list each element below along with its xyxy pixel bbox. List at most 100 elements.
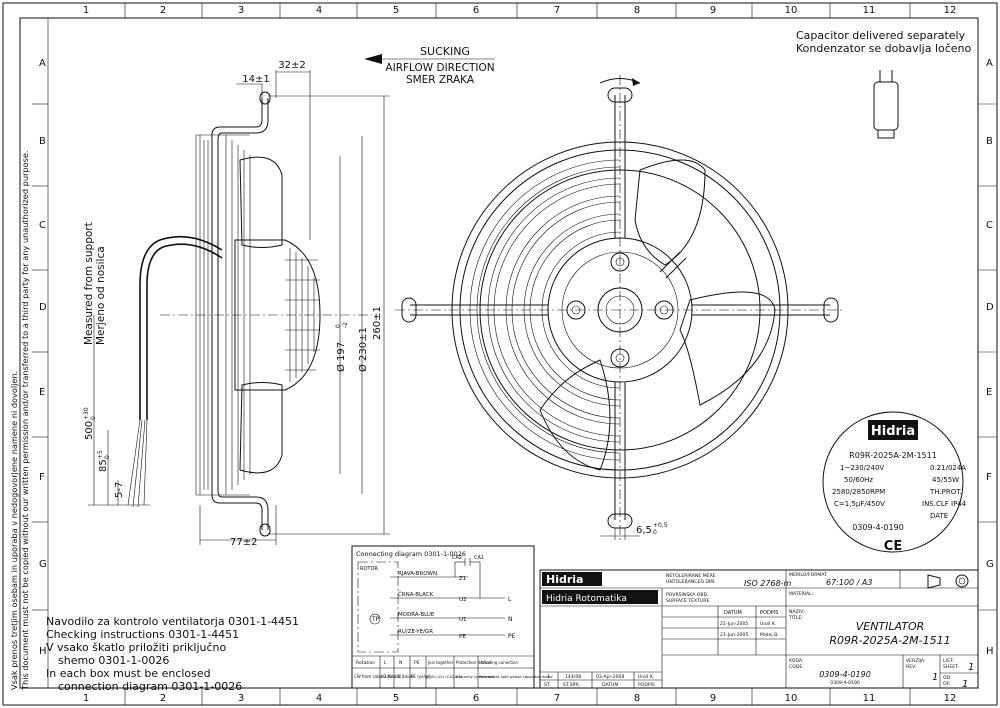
connection-title: Connecting diagram 0301-1-0026 [356,550,466,558]
th-l: L [384,660,387,666]
row-left-A: A [39,58,46,69]
td-rotation: CW from cable side [354,674,393,679]
col-top-1: 1 [83,5,89,16]
tb-list: LIST: [943,658,954,664]
dim-77: 77±2 [230,537,257,548]
tb-logo2-box [542,590,658,604]
tb-material: MATERIAL: [789,591,814,597]
motor-rotor [234,239,321,391]
cable-gland [659,251,687,279]
wire-brown: RJAVA-BROWN [398,571,437,577]
label-plate-outline [822,411,964,553]
motor-box [357,561,399,653]
front-view: 6,5 +0,5 0 [395,75,845,540]
instruction-1: Checking instructions 0301-1-4451 [46,628,239,641]
cable-wires [127,419,148,508]
guard-frame-inner [217,98,269,530]
inner-frame [19,17,979,689]
dim-260: 260±1 [372,306,383,340]
tb-code: 0309-4-0190 [819,670,871,679]
tb-naziv: NAZIV: [789,609,805,615]
dim-85-group: 85 +5 0 [97,450,111,472]
measured-note-line1: Measured from support [83,222,95,345]
row-right-G: G [986,559,994,570]
tb-rh-stspr: ST.SPR. [563,682,580,688]
connection-frame [351,545,535,689]
row-labels: A B C D E F G H A B C D E F G H [39,58,994,657]
strut-lug-top [607,87,633,103]
tb-logo-box [542,572,602,586]
ca2-label: CA2 [452,555,462,561]
end-pe: PE [508,633,516,640]
dim-6-5: 6,5 [636,525,652,536]
tp-icon [369,613,381,625]
tb-of-label: OF: [943,681,951,687]
row-left-F: F [39,472,45,483]
label-brand: Hidria [871,424,915,439]
mount-hole-bottom [610,348,630,368]
tb-verzija: VERZIJA: [906,658,926,664]
label-left-3: C=1,5µF/450V [834,500,885,508]
side-notice-line2: This document must not be copied without… [20,151,30,691]
col-top-8: 8 [634,5,640,16]
tb-title2: R09R-2025A-2M-1511 [829,634,950,647]
dim-197: Ø 197 [335,342,347,372]
th-protection: Protection device [456,660,491,665]
blade-right [679,291,776,406]
tb-iso: ISO 2768-m [744,579,792,588]
capacitor-note-line1: Capacitor delivered separately [796,29,966,42]
dim-85-tol-lower: 0 [104,455,111,459]
th-join: Jois together [427,660,454,665]
motor-fins [285,248,320,382]
col-top-5: 5 [393,5,399,16]
col-top-9: 9 [710,5,716,16]
mount-hole-bottom-inner [615,353,625,363]
col-bottom-1: 1 [83,693,89,704]
tp-label: TP [371,616,380,623]
td-join: (CA1,U2) (CA2,Z1) [427,674,463,679]
connection-table-grid [352,655,534,688]
dim-6-5-tol-lower: 0 [653,529,657,536]
rotor-label: ROTOR [360,566,378,572]
strut-lug-left [401,297,417,323]
tb-od: OD: [943,675,952,681]
projection-circle-inner [958,577,966,585]
capacitor-stud [877,129,895,139]
side-view: 32±2 14±1 77±2 Ø 197 0 -2 Ø 230±1 260±1 … [83,60,390,548]
col-bottom-10: 10 [785,693,798,704]
row-right-F: F [986,472,992,483]
label-right-0: 0.21/024A [930,464,966,472]
label-right-3: INS.CLF IP44 [922,500,967,508]
row-left-G: G [39,559,47,570]
airflow-sucking: SUCKING [420,45,470,58]
th-rotation: Rotation [356,660,375,666]
column-labels: 1 2 3 4 5 6 7 8 9 10 11 12 1 2 3 4 5 6 7… [83,5,957,704]
term-z1: Z1 [459,576,466,582]
mount-hole-top-inner [615,257,625,267]
guard-struts [410,95,830,520]
tb-of: 1 [962,679,968,690]
tb-surface1: POVRŠINSKA OBD. [666,591,709,598]
cable-jacket [139,235,223,420]
tb-rev-label: REV: [906,664,917,670]
dim-85: 85 [98,459,109,472]
tb-row1-sign: Uroš K. [760,620,776,627]
td-winding: Permanent split phase capacitor motor [479,674,553,679]
column-ticks [124,3,911,705]
hub-bore [605,295,635,325]
label-brand-box [868,420,918,440]
label-right-4: DATE [930,512,948,520]
row-right-E: E [986,387,992,398]
measured-note-line2: Merjeno od nosilca [95,246,107,345]
capacitor-note: Capacitor delivered separately Kondenzat… [796,29,972,139]
dim-230: Ø 230±1 [357,327,369,372]
col-bottom-6: 6 [473,693,479,704]
row-ticks [32,18,997,688]
col-top-4: 4 [316,5,322,16]
tb-rev-num: 1 [547,674,550,680]
dim-85-tol-upper: +5 [97,450,104,459]
tb-rh-st: ST. [544,682,551,688]
wire-blue: MODRA-BLUE [398,612,435,618]
instruction-4: In each box must be enclosed [46,667,211,680]
